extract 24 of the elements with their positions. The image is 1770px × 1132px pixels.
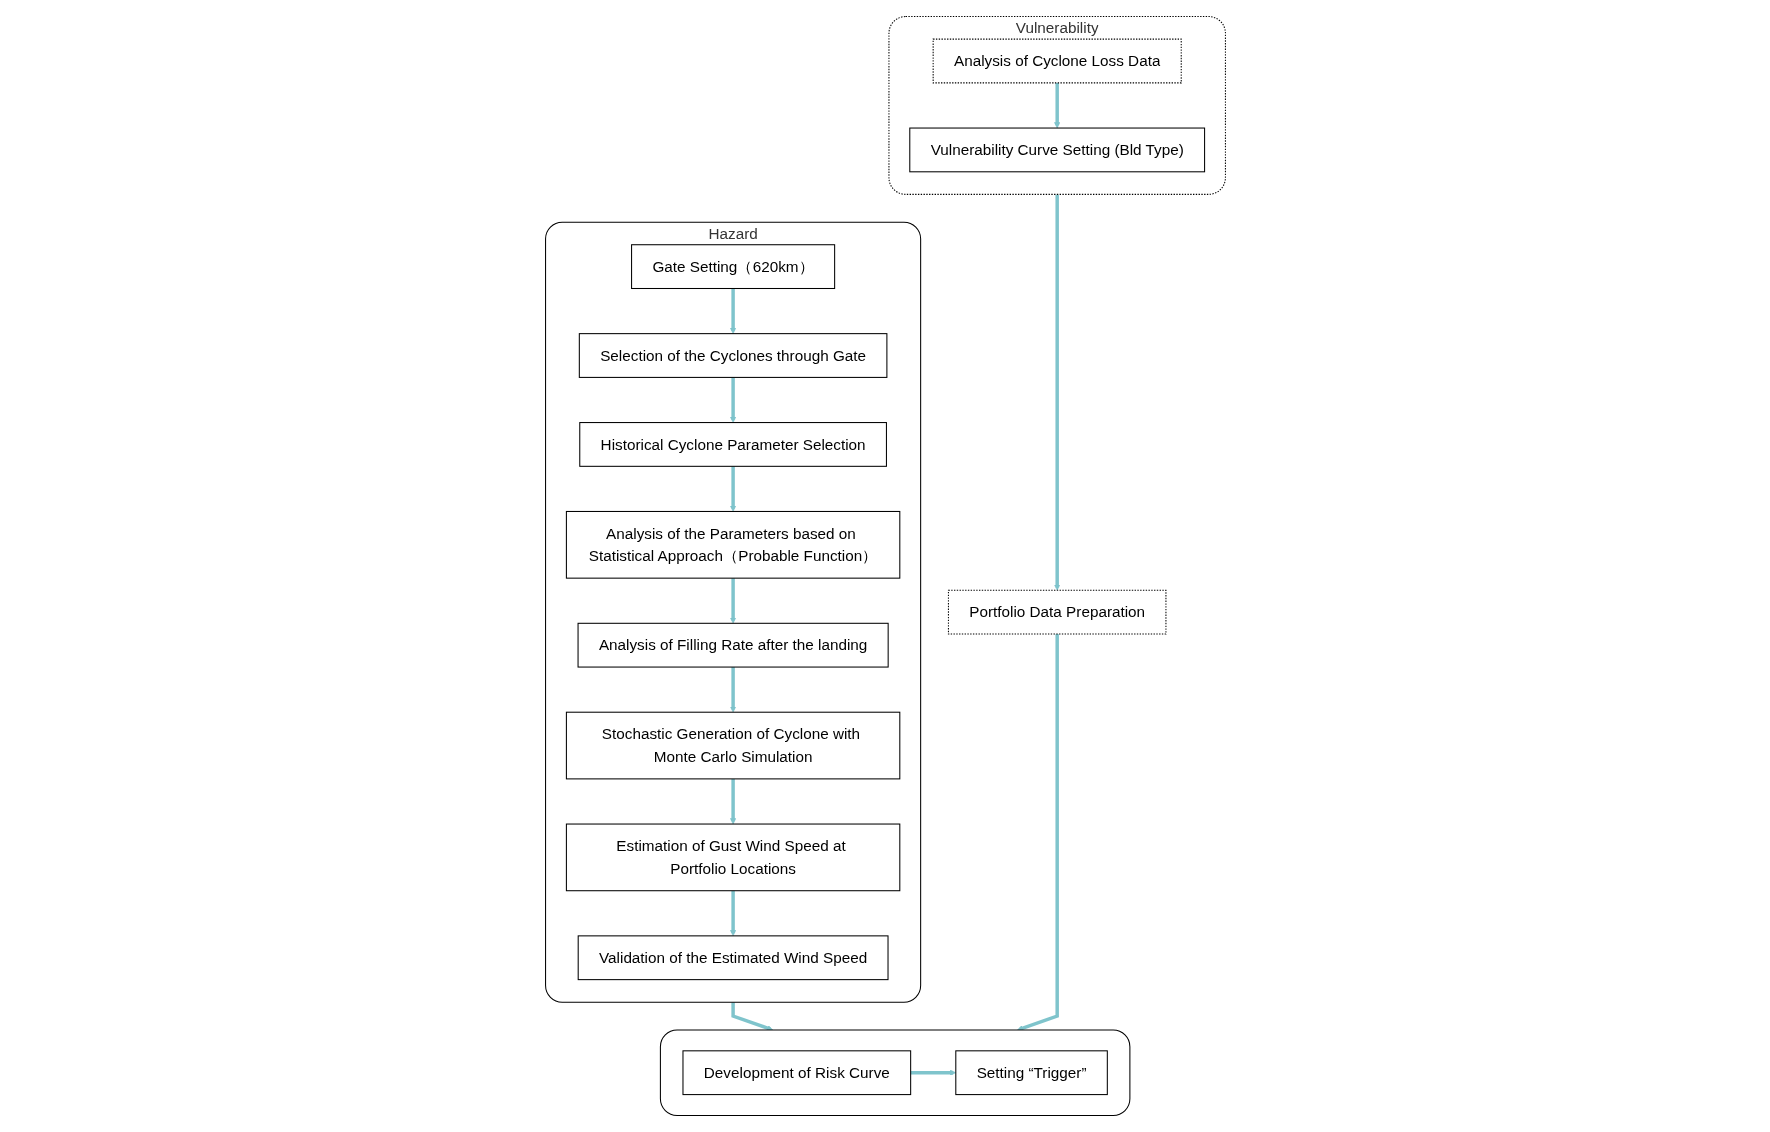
node-box: Analysis of Cyclone Loss Data (932, 38, 1182, 84)
arrow (729, 778, 736, 825)
node-box: Setting “Trigger” (954, 1050, 1108, 1096)
arrow (1053, 82, 1060, 129)
node-box: Selection of the Cyclones through Gate (578, 333, 887, 378)
node-box: Analysis of Filling Rate after the landing (577, 622, 889, 668)
node-box: Stochastic Generation of Cyclone with Monte Carlo Simulation (565, 711, 900, 780)
arrow (729, 890, 736, 937)
node-box: Portfolio Data Preparation (947, 589, 1166, 635)
node-box: Development of Risk Curve (681, 1050, 911, 1096)
arrow (729, 288, 736, 334)
node-box: Gate Setting（620km） (630, 244, 835, 289)
arrow (729, 578, 736, 624)
node-box: Analysis of the Parameters based on Statistical Approach（Probable Function） (565, 510, 900, 579)
node-box: Estimation of Gust Wind Speed at Portfolio Locations (565, 823, 900, 892)
arrow (910, 1069, 956, 1076)
arrow (729, 667, 736, 713)
node-box: Historical Cyclone Parameter Selection (578, 422, 887, 467)
arrow (1053, 194, 1060, 591)
arrow (729, 466, 736, 512)
node-box: Validation of the Estimated Wind Speed (577, 935, 889, 981)
node-box: Vulnerability Curve Setting (Bld Type) (908, 127, 1205, 173)
cluster (659, 1029, 1130, 1116)
arrow (729, 377, 736, 423)
